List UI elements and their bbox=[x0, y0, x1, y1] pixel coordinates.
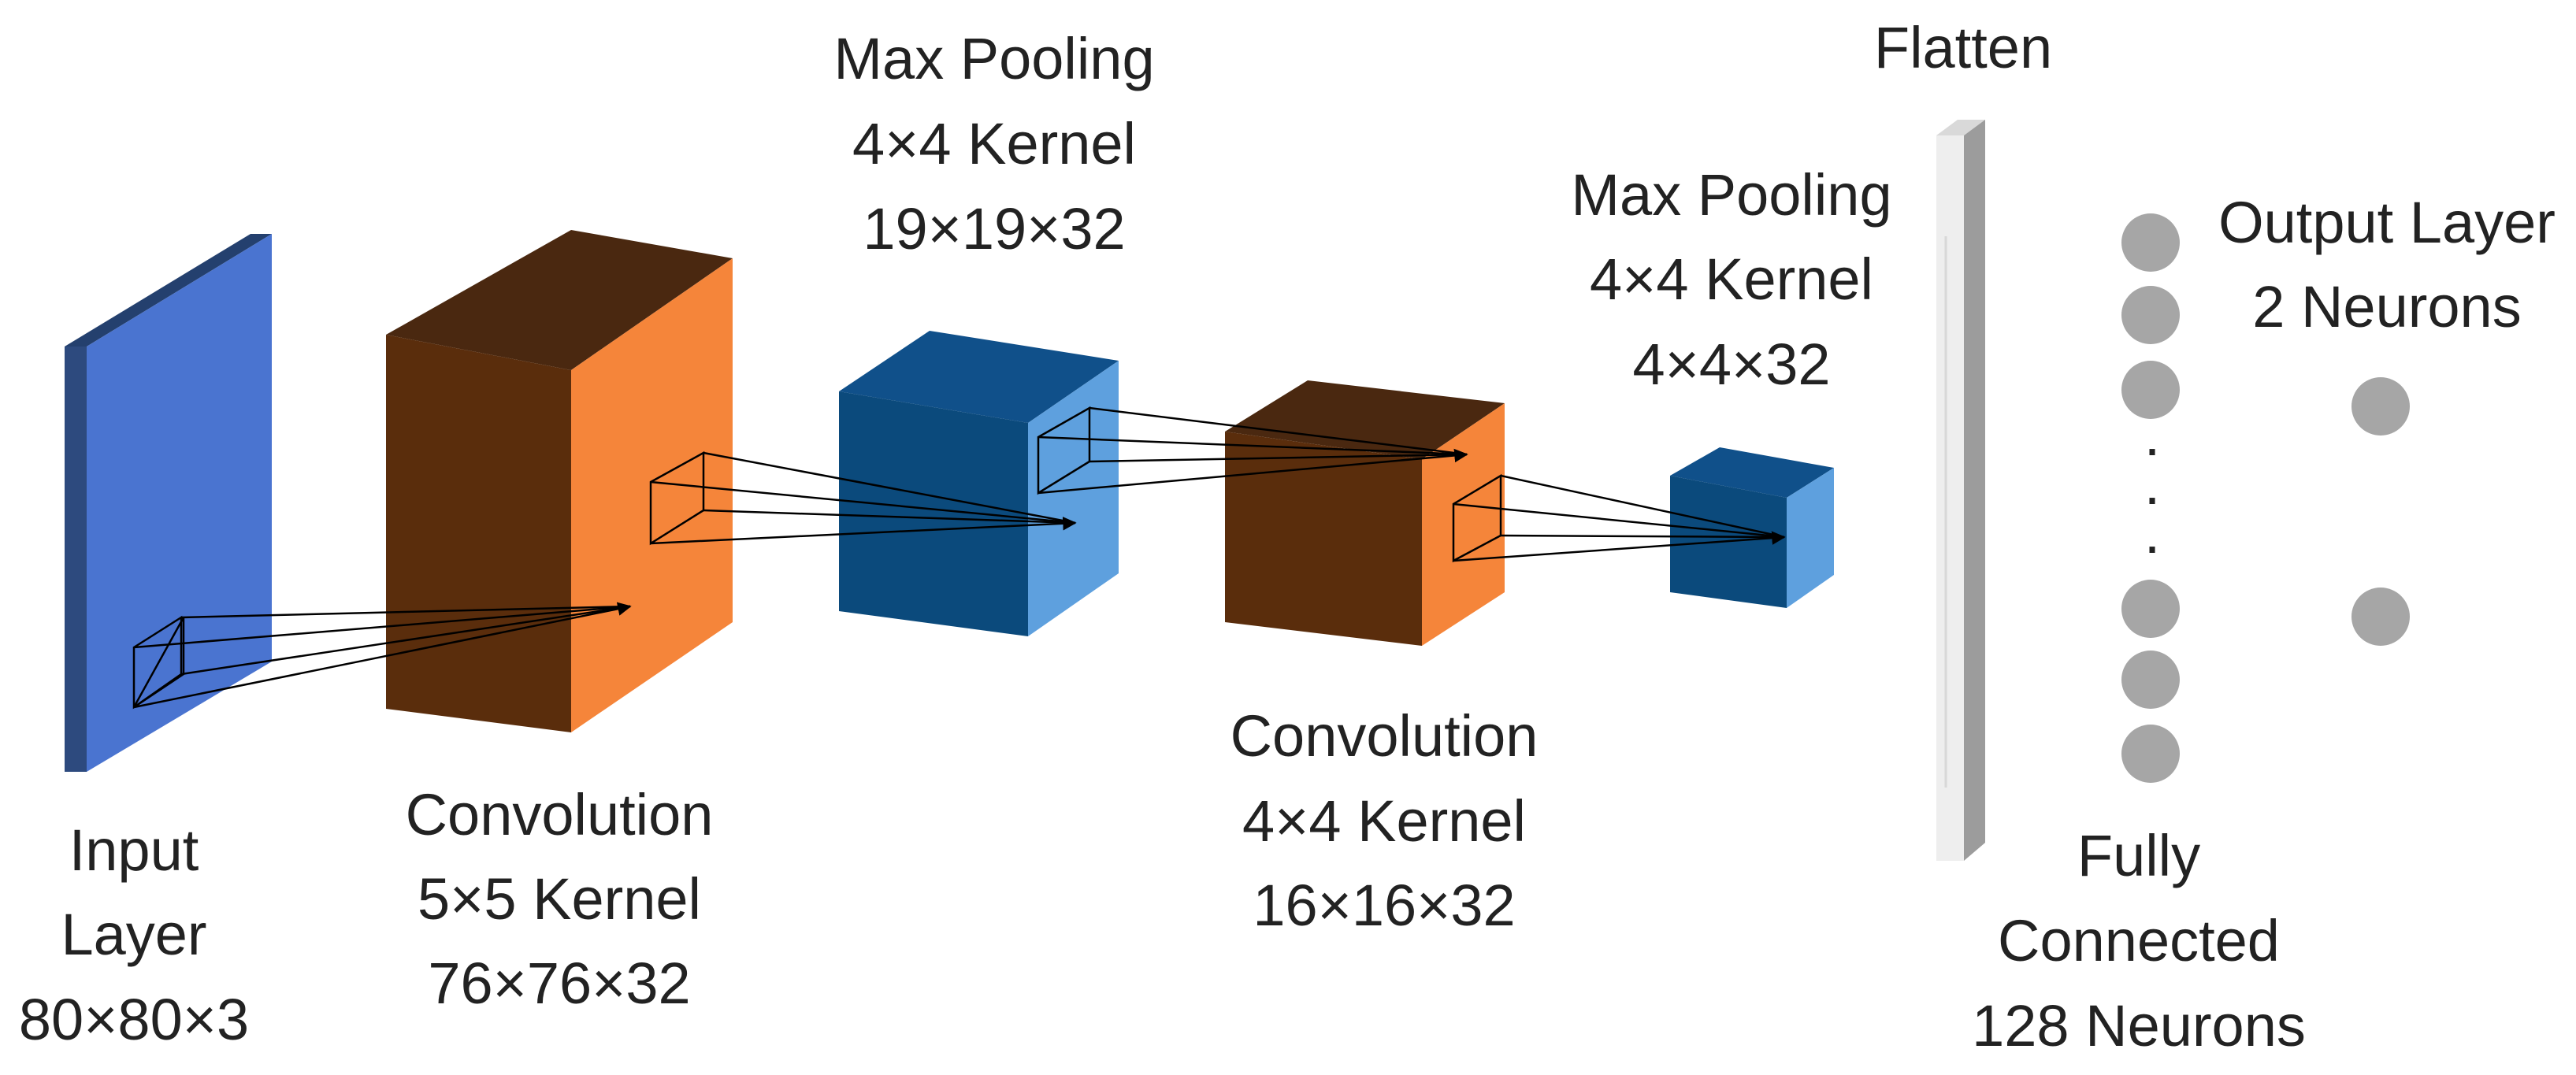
input-layer-label: Input Layer 80×80×3 bbox=[19, 817, 249, 1052]
pool2-face bbox=[1787, 468, 1834, 608]
kernel-projection-1 bbox=[132, 602, 632, 710]
output-neuron bbox=[2351, 588, 2410, 646]
pool1-label: Max Pooling 4×4 Kernel 19×19×32 bbox=[833, 26, 1154, 261]
conv1-label: Convolution 5×5 Kernel 76×76×32 bbox=[406, 782, 714, 1016]
label-line: 4×4×32 bbox=[1632, 332, 1830, 397]
label-line: Input bbox=[69, 817, 199, 883]
label-line: 4×4 Kernel bbox=[1242, 788, 1526, 854]
label-line: 19×19×32 bbox=[863, 196, 1125, 261]
fully-connected-neurons bbox=[2121, 213, 2180, 783]
label-line: Flatten bbox=[1874, 15, 2052, 80]
label-line: 80×80×3 bbox=[19, 987, 249, 1052]
label-line: 5×5 Kernel bbox=[418, 866, 701, 932]
conv2-label: Convolution 4×4 Kernel 16×16×32 bbox=[1230, 703, 1539, 938]
conv1-block bbox=[386, 230, 733, 732]
flatten-label: Flatten bbox=[1874, 15, 2052, 80]
output-neuron bbox=[2351, 377, 2410, 436]
fc-neuron bbox=[2121, 361, 2180, 419]
label-line: Convolution bbox=[1230, 703, 1539, 769]
label-line: 4×4 Kernel bbox=[852, 111, 1136, 176]
conv2-face bbox=[1422, 403, 1505, 646]
fc-ellipsis-dot: . bbox=[2144, 451, 2161, 517]
input-layer-block bbox=[65, 234, 272, 772]
pool2-label: Max Pooling 4×4 Kernel 4×4×32 bbox=[1571, 162, 1891, 397]
fc-neuron bbox=[2121, 725, 2180, 783]
label-line: Fully bbox=[2077, 823, 2200, 888]
label-line: 16×16×32 bbox=[1253, 873, 1515, 938]
fc-neuron bbox=[2121, 213, 2180, 272]
fc-neuron bbox=[2121, 651, 2180, 709]
kernel-projection-3 bbox=[1037, 406, 1468, 495]
fc-neuron bbox=[2121, 580, 2180, 638]
conv1-face bbox=[571, 258, 733, 732]
conv2-block bbox=[1225, 380, 1505, 646]
input-layer-face bbox=[87, 234, 272, 772]
fc-neuron bbox=[2121, 286, 2180, 344]
output-layer-label: Output Layer 2 Neurons bbox=[2218, 190, 2556, 339]
pool1-block bbox=[839, 331, 1119, 636]
label-line: 76×76×32 bbox=[428, 951, 690, 1016]
label-line: Output Layer bbox=[2218, 190, 2556, 255]
label-line: 4×4 Kernel bbox=[1590, 247, 1873, 312]
label-line: 2 Neurons bbox=[2252, 274, 2521, 339]
label-line: Max Pooling bbox=[833, 26, 1154, 91]
label-line: Layer bbox=[61, 902, 206, 967]
fully-connected-label: Fully Connected 128 Neurons bbox=[1972, 823, 2306, 1058]
label-line: 128 Neurons bbox=[1972, 993, 2306, 1058]
kernel-projection-4 bbox=[1452, 473, 1786, 563]
fc-ellipsis-dot: . bbox=[2144, 402, 2161, 468]
output-neurons bbox=[2351, 377, 2410, 646]
fc-ellipsis-dot: . bbox=[2144, 500, 2161, 565]
flatten-bar bbox=[1936, 120, 1985, 861]
label-line: Connected bbox=[1998, 908, 2280, 973]
label-line: Convolution bbox=[406, 782, 714, 847]
kernel-projection-2 bbox=[649, 450, 1077, 546]
label-line: Max Pooling bbox=[1571, 162, 1891, 228]
